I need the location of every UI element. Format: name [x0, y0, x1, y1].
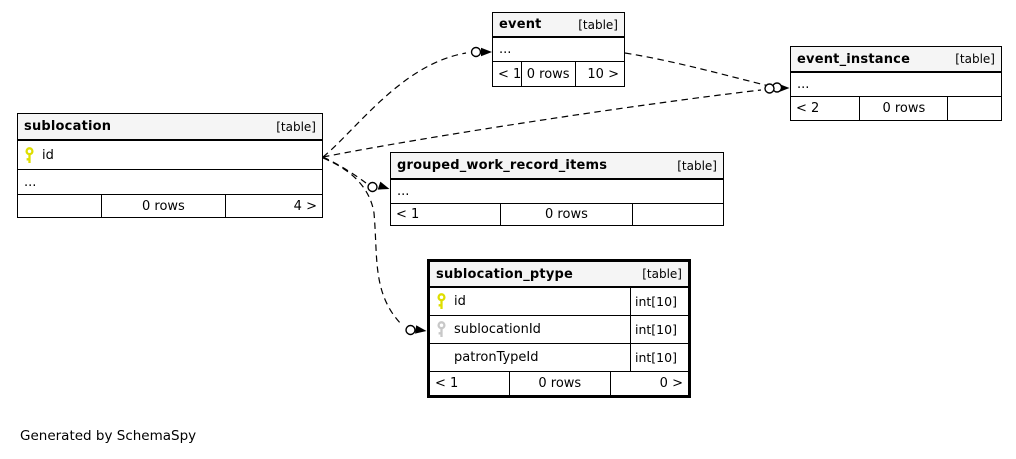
table-footer: < 1 0 rows 0 >: [430, 372, 688, 395]
relation-line-sublocation-grouped-work: [322, 156, 367, 184]
fk-circle-marker: [470, 46, 482, 58]
relation-line-event-event-instance: [624, 52, 770, 87]
table-type-label: [table]: [955, 52, 995, 66]
column-row-sublocationid[interactable]: sublocationId int[10]: [430, 316, 688, 344]
foreign-key-icon: [437, 321, 446, 337]
footer-parents-cell: < 1: [391, 204, 501, 225]
table-type-label: [table]: [578, 17, 618, 32]
column-name: sublocationId: [454, 322, 541, 337]
table-type-label: [table]: [677, 158, 717, 173]
column-type: int[10]: [630, 344, 688, 371]
table-header-event[interactable]: event [table]: [493, 13, 624, 38]
column-name: id: [454, 294, 466, 309]
fk-arrowhead: [778, 83, 790, 93]
fk-arrowhead: [377, 181, 390, 190]
footer-parents-cell: < 1: [430, 372, 510, 395]
column-type: int[10]: [630, 288, 688, 315]
table-node-event[interactable]: event [table] ... < 1 0 rows 10 >: [492, 12, 625, 87]
footer-rowcount-cell: 0 rows: [102, 195, 227, 217]
footer-rowcount-cell: 0 rows: [501, 204, 634, 225]
table-type-label: [table]: [642, 267, 682, 281]
footer-children-cell: 4 >: [293, 198, 317, 214]
table-footer: 0 rows 4 >: [18, 195, 322, 217]
footer-children-cell: [948, 97, 1001, 120]
table-node-event-instance[interactable]: event_instance [table] ... < 2 0 rows: [790, 46, 1002, 121]
column-row-patrontypeid[interactable]: patronTypeId int[10]: [430, 344, 688, 372]
table-name[interactable]: event: [499, 17, 542, 32]
table-node-sublocation[interactable]: sublocation [table] id ... 0 rows 4 >: [17, 113, 323, 218]
fk-circle-marker: [367, 181, 378, 193]
fk-circle-marker: [405, 324, 416, 336]
primary-key-icon: [25, 146, 34, 163]
footer-children-cell: [633, 204, 723, 225]
footer-parents-cell: [18, 195, 102, 217]
footer-parents-cell: < 1: [493, 62, 522, 86]
column-type: int[10]: [630, 316, 688, 343]
fk-circle-marker: [764, 83, 775, 94]
table-name[interactable]: event_instance: [797, 51, 911, 67]
footer-rowcount-cell: 0 rows: [860, 97, 949, 120]
table-header-event-instance[interactable]: event_instance [table]: [791, 47, 1001, 73]
column-row-id[interactable]: id: [18, 141, 322, 170]
ellipsis-text: ...: [397, 184, 410, 199]
ellipsis-text: ...: [797, 77, 810, 92]
table-header-sublocation[interactable]: sublocation [table]: [18, 114, 322, 141]
ellipsis-row: ...: [493, 38, 624, 62]
fk-circle-marker: [771, 82, 783, 93]
generated-by-note: Generated by SchemaSpy: [20, 428, 197, 444]
key-spacer: [436, 349, 447, 366]
footer-rowcount-cell: 0 rows: [510, 372, 611, 395]
ellipsis-row: ...: [18, 170, 322, 195]
fk-arrowhead: [481, 47, 492, 57]
table-header-sublocation-ptype[interactable]: sublocation_ptype [table]: [430, 262, 688, 288]
relation-line-sublocation-event: [322, 52, 467, 158]
table-footer: < 1 0 rows 10 >: [493, 62, 624, 86]
table-node-grouped-work-record-items[interactable]: grouped_work_record_items [table] ... < …: [390, 152, 724, 226]
ellipsis-text: ...: [24, 174, 37, 190]
column-name: patronTypeId: [454, 350, 539, 365]
ellipsis-text: ...: [499, 42, 512, 57]
footer-parents-cell: < 2: [791, 97, 861, 120]
column-name: id: [42, 147, 54, 163]
ellipsis-row: ...: [791, 73, 1001, 97]
fk-arrowhead: [415, 325, 427, 334]
table-name[interactable]: grouped_work_record_items: [397, 158, 608, 173]
table-name[interactable]: sublocation_ptype: [436, 266, 574, 282]
table-type-label: [table]: [276, 119, 316, 134]
table-footer: < 2 0 rows: [791, 97, 1001, 120]
footer-rowcount-cell: 0 rows: [522, 62, 576, 86]
table-header-grouped-work-record-items[interactable]: grouped_work_record_items [table]: [391, 153, 723, 180]
column-row-id[interactable]: id int[10]: [430, 288, 688, 316]
relation-line-sublocation-event-instance: [322, 89, 762, 158]
footer-children-cell: 0 >: [659, 376, 683, 391]
table-name[interactable]: sublocation: [24, 119, 112, 134]
footer-children-cell: 10 >: [587, 66, 619, 82]
primary-key-icon: [437, 293, 446, 309]
table-footer: < 1 0 rows: [391, 204, 723, 225]
table-node-sublocation-ptype[interactable]: sublocation_ptype [table] id int[10] sub…: [427, 259, 691, 398]
ellipsis-row: ...: [391, 180, 723, 204]
